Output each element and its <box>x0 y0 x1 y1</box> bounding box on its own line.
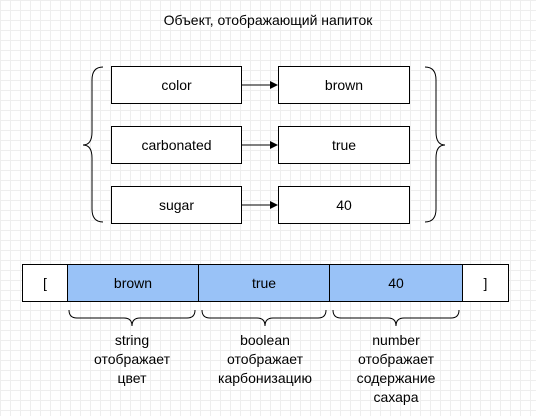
brace-boolean <box>201 309 327 327</box>
caption-boolean: boolean отображает карбонизацию <box>218 332 312 386</box>
array-item-40: 40 <box>329 264 463 302</box>
array-item-brown: brown <box>67 264 199 302</box>
array-item-true: true <box>198 264 330 302</box>
key-carbonated: carbonated <box>111 126 242 164</box>
value-carbonated: true <box>278 126 410 164</box>
left-curly-brace <box>82 66 104 223</box>
caption-string: string отображает цвет <box>94 332 170 386</box>
value-sugar: 40 <box>278 186 410 224</box>
caption-number: number отображает содержание сахара <box>356 332 436 405</box>
diagram-title: Объект, отображающий напиток <box>163 12 373 28</box>
array-open-bracket: [ <box>43 275 47 291</box>
array-close-bracket: ] <box>483 275 488 291</box>
brace-string <box>68 309 196 327</box>
key-sugar: sugar <box>111 186 242 224</box>
value-color: brown <box>278 66 410 104</box>
key-color: color <box>111 66 242 104</box>
brace-number <box>332 309 460 327</box>
right-curly-brace <box>424 66 446 223</box>
